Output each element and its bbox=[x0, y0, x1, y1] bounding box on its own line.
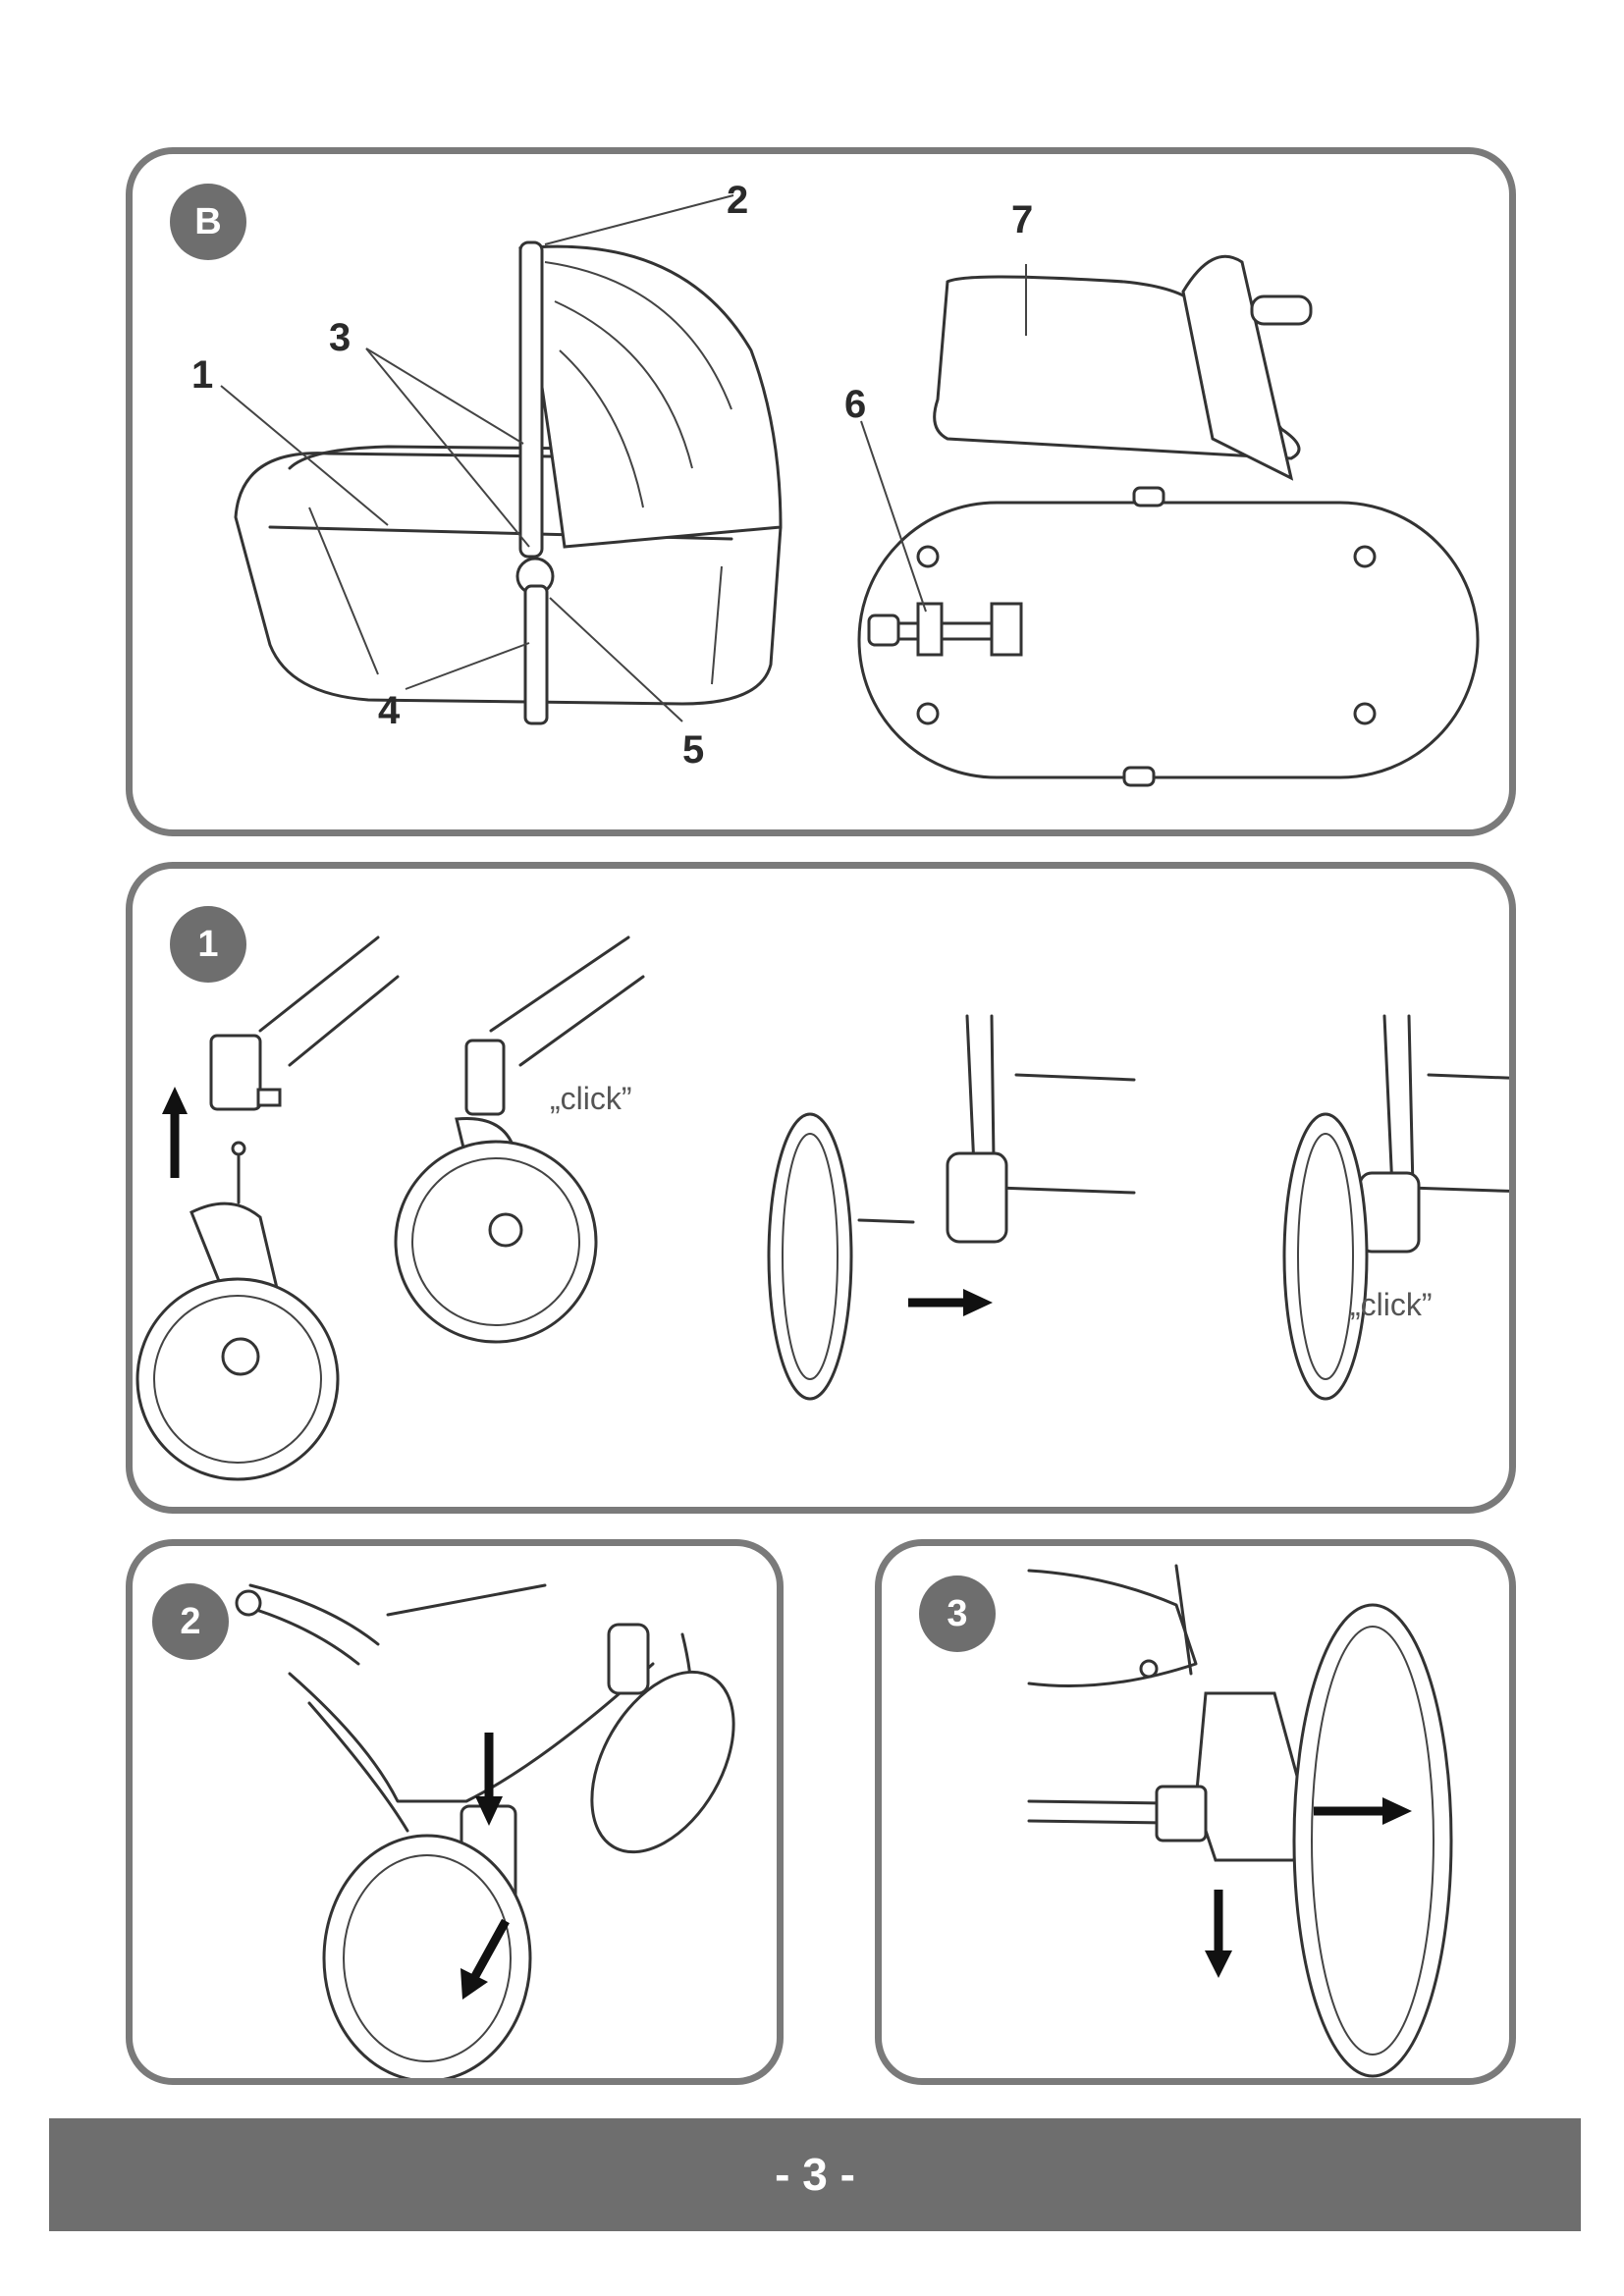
callout-3: 3 bbox=[329, 316, 351, 359]
callout-4: 4 bbox=[378, 689, 401, 732]
carrycot-hood bbox=[518, 244, 783, 549]
step-3-diagram bbox=[1027, 1564, 1453, 2078]
panel-step-3-remove-wheel: 3 bbox=[875, 1539, 1516, 2085]
hood-frame-bar bbox=[518, 240, 544, 559]
panel-badge-b: B bbox=[170, 184, 246, 260]
page-footer: - 3 - bbox=[49, 2118, 1581, 2231]
panel-badge-2: 2 bbox=[152, 1583, 229, 1660]
callout-5: 5 bbox=[682, 728, 704, 772]
step-2-diagram bbox=[235, 1583, 735, 2078]
page-number: - 3 - bbox=[775, 2149, 855, 2200]
callout-7: 7 bbox=[1011, 198, 1033, 241]
carrycot-diagram: 2 3 1 4 5 6 7 bbox=[191, 179, 1480, 787]
click-label-front: „click” bbox=[550, 1081, 632, 1116]
panel-b-carrycot-parts: B 2 3 1 4 5 6 7 bbox=[126, 147, 1516, 836]
click-label-rear: „click” bbox=[1350, 1287, 1433, 1322]
callout-2: 2 bbox=[727, 179, 748, 222]
panel-badge-1: 1 bbox=[170, 906, 246, 983]
panel-step-1-wheels: 1 „click” „cli bbox=[126, 862, 1516, 1514]
panel-step-2-brake: 2 bbox=[126, 1539, 784, 2085]
callout-1: 1 bbox=[191, 353, 213, 397]
carrycot-adapter bbox=[523, 584, 549, 725]
carrycot-base-board bbox=[857, 501, 1480, 779]
callout-6: 6 bbox=[844, 383, 866, 426]
panel-badge-3: 3 bbox=[919, 1575, 996, 1652]
step-1-diagram: „click” „click” bbox=[135, 935, 1509, 1481]
